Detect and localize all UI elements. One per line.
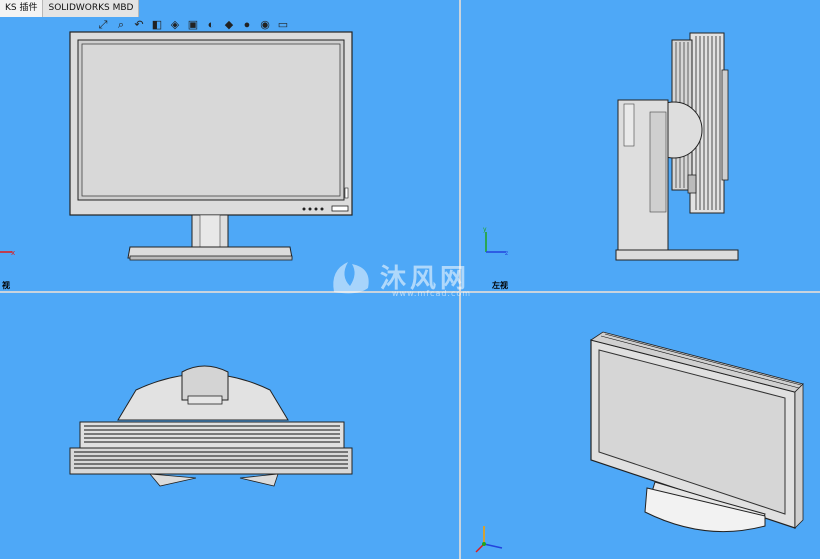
apply-scene-icon[interactable]: ●	[243, 19, 251, 31]
watermark-text: 沐风网	[380, 264, 471, 294]
viewport-divider-vertical[interactable]	[459, 0, 461, 559]
zoom-fit-icon[interactable]: ⤢	[98, 19, 108, 31]
viewport-divider-horizontal[interactable]	[0, 291, 820, 293]
svg-text:z: z	[505, 250, 508, 257]
hide-show-icon[interactable]: ◐	[207, 19, 215, 31]
left-side-view-monitor[interactable]	[610, 30, 750, 265]
command-manager-tabs: KS 插件 SOLIDWORKS MBD	[0, 0, 140, 17]
triad-top-right: y z	[483, 226, 508, 257]
tab-ks-plugin[interactable]: KS 插件	[0, 0, 44, 17]
previous-view-icon[interactable]: ↶	[134, 19, 144, 31]
view-settings-icon[interactable]: ◉	[260, 19, 270, 31]
svg-text:x: x	[11, 249, 15, 257]
tab-solidworks-mbd[interactable]: SOLIDWORKS MBD	[43, 0, 140, 17]
front-view-monitor[interactable]	[60, 28, 360, 268]
isometric-view-monitor[interactable]	[585, 330, 810, 550]
display-style-icon[interactable]: ▣	[187, 19, 199, 31]
watermark-logo	[333, 262, 369, 294]
section-view-icon[interactable]: ◧	[151, 19, 163, 31]
view-orientation-icon[interactable]: ◈	[170, 19, 180, 31]
heads-up-view-toolbar: ⤢ ⌕ ↶ ◧ ◈ ▣ ◐ ◆ ● ◉ ▭	[96, 18, 290, 32]
left-view-label: 左视	[492, 281, 508, 290]
screen-capture-icon[interactable]: ▭	[277, 19, 289, 31]
watermark-url: www.mfcad.com	[392, 289, 472, 298]
svg-text:y: y	[483, 226, 487, 233]
edit-appearance-icon[interactable]: ◆	[224, 19, 234, 31]
triad-top-left: x	[0, 249, 15, 257]
zoom-area-icon[interactable]: ⌕	[117, 19, 125, 31]
front-view-label: 视	[2, 281, 10, 290]
top-view-monitor[interactable]	[64, 360, 359, 490]
triad-bottom-right	[475, 526, 503, 553]
